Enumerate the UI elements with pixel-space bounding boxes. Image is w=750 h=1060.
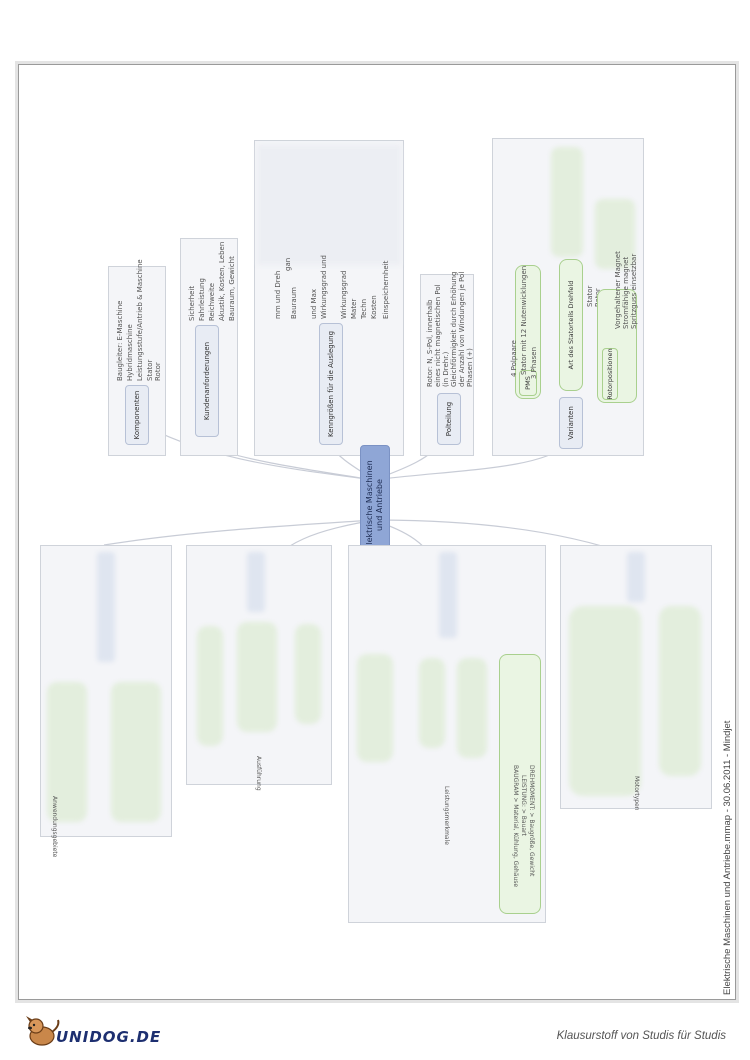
leistungsmerkmale-blurred-detail [357,654,393,762]
komponenten-box: Komponenten Baugleiter: E-Maschine Hybri… [108,259,166,456]
varianten-blurred-detail [595,199,635,269]
varianten-blurred-detail [551,147,583,257]
kenngroessen-item: mm und Dreh [274,270,282,319]
komponenten-item: Rotor [154,362,162,381]
varianten-item: Spritzguss einsetzbar [630,253,638,329]
kenngroessen-box: Kenngrößen für die Auslegung Einspeicher… [254,140,404,456]
leistungsmerkmale-box: DREHMOMENT: > Baugröße, Gewicht LEISTUNG… [348,545,546,923]
drehfeld-group: Art des Statorteils Drehfeld [559,259,583,391]
drehfeld-label: Art des Statorteils Drehfeld [567,280,575,370]
file-info: Elektrische Maschinen und Antriebe.mmap … [722,720,733,995]
kenngroessen-item: Einspeichernheit [382,260,390,319]
polteilung-label: Polteilung [445,401,453,437]
kundenanforderungen-item: Sicherheit [188,285,196,321]
kenngroessen-item: Techn [360,298,368,319]
polteilung-node[interactable]: Polteilung [437,393,461,445]
kenngroessen-item: Wirkungsgrad und [320,255,328,319]
varianten-item: 3 Phasen [530,346,538,379]
pmsm-node[interactable]: PMS [519,370,537,396]
kenngroessen-item: Wirkungsgrad [340,270,348,319]
komponenten-item: Baugleiter: E-Maschine [116,300,124,381]
kundenanforderungen-box: Kundenanforderungen Sicherheit Fahrleist… [180,238,238,456]
kundenanforderungen-item: Reichweite [208,282,216,321]
brand-logo-text[interactable]: UNIDOG.DE [56,1028,162,1046]
varianten-label: Varianten [567,406,575,440]
anwendungsgebiete-blurred-node [97,552,115,662]
kenngroessen-label: Kenngrößen für die Auslegung [327,330,335,438]
kundenanforderungen-item: Fahrleistung [198,278,206,321]
kundenanforderungen-node[interactable]: Kundenanforderungen [195,325,219,437]
leistungsmerkmale-blurred-detail [457,658,487,758]
anwendungsgebiete-box: Anwendungsgebiete [40,545,172,858]
varianten-node[interactable]: Varianten [559,397,583,449]
varianten-item: Vorgehaltener Magnet [614,251,622,329]
ausfuehrung-blurred-node [247,552,265,612]
kundenanforderungen-item: Bauraum, Gewicht [228,256,236,321]
komponenten-label: Komponenten [133,390,141,440]
varianten-item: 4 Polpaare [510,340,518,377]
ausfuehrung-label: Ausführung [255,756,262,791]
motortypen-blurred-detail [659,606,701,776]
kenngroessen-item: gan [284,257,292,271]
rotorpositionen-node[interactable]: Rotorpositionen [602,348,618,400]
leistungsmerkmale-blurred-detail [419,658,445,748]
motortypen-blurred-node [627,552,645,602]
polteilung-box: Polteilung Rotor: N, S-Pol, innerhalb ei… [420,272,474,456]
kenngroessen-blurred-detail [257,145,401,265]
leistungsmerkmale-item: DREHMOMENT: > Baugröße, Gewicht [528,765,535,877]
motortypen-label: Motortypen [633,776,640,811]
leistungsmerkmale-blurred-node [439,552,457,638]
ausfuehrung-blurred-detail [197,626,223,746]
footer-tagline: Klausurstoff von Studis für Studis [556,1030,726,1042]
motortypen-blurred-detail [569,606,641,796]
kundenanforderungen-item: Akustik, Kosten, Leben [218,241,226,321]
kenngroessen-node[interactable]: Kenngrößen für die Auslegung [319,323,343,445]
kenngroessen-item: Bauraum [290,287,298,319]
anwendungsgebiete-blurred-detail [111,682,161,822]
kenngroessen-item: Kosten [370,295,378,319]
leistungsmerkmale-item: LEISTUNG: > Bauart [520,775,527,836]
dog-logo-icon [26,1016,60,1046]
komponenten-item: Leistungsstufe/Antrieb & Maschine [136,259,144,381]
ausfuehrung-blurred-detail [237,622,277,732]
varianten-item: Stator mit 12 Nutenwicklungen [520,265,528,375]
ausfuehrung-blurred-detail [295,624,321,724]
central-topic-label: Elektrische Maschinen und Antriebe [365,460,384,550]
leistungsmerkmale-item: BAUGRAM > Material, Kühlung, Gehäuse [512,765,519,888]
komponenten-item: Hybridmaschine [126,324,134,381]
rotorpositionen-group: Rotorpositionen [597,289,637,403]
anwendungsgebiete-blurred-detail [47,682,87,822]
polteilung-item: Phasen (+) [466,348,474,387]
varianten-box: Varianten PMS 4 Polpaare Stator mit 12 N… [492,138,644,456]
pmsm-group: PMS [515,265,541,399]
leistungsmerkmale-label: Leistungsmerkmale [443,786,450,845]
leistungsmerkmale-group: DREHMOMENT: > Baugröße, Gewicht LEISTUNG… [499,654,541,914]
kundenanforderungen-label: Kundenanforderungen [203,341,211,421]
anwendungsgebiete-label: Anwendungsgebiete [51,796,58,858]
kenngroessen-item: Mater [350,298,358,319]
rotorpositionen-label: Rotorpositionen [606,348,614,400]
kenngroessen-item: und Max [310,288,318,319]
komponenten-node[interactable]: Komponenten [125,385,149,445]
ausfuehrung-box: Ausführung [186,545,332,791]
motortypen-box: Motortypen [560,545,712,811]
